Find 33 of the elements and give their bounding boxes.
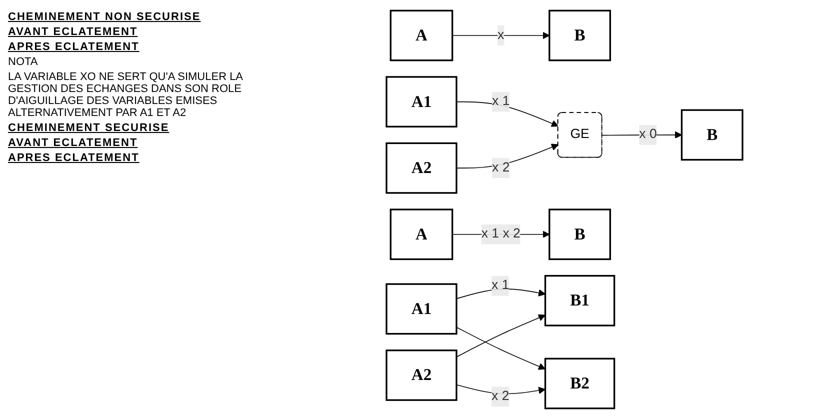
edge-label: x 1 [492,278,510,293]
edge-label: x 2 [492,160,510,175]
note-text: LA VARIABLE XO NE SERT QU'A SIMULER LA GESTION DES ECHANGES DANS SON ROLE D'AIGUILLAGE DES VARIABLES EMISES ALTERNATIVEMENT PAR A1 ET A2 [8,71,244,119]
node-box: A1 [386,283,458,335]
subheading: APRES ECLATEMENT [8,152,140,164]
edge-label: x 1 x 2 [481,226,520,241]
node-box: A2 [386,350,458,401]
arrow [456,326,546,370]
edge-label: x 2 [492,389,510,404]
node-box: A2 [386,142,458,194]
node-box: B1 [544,274,616,326]
arrow [456,101,559,127]
note-marker: NOTA [8,56,39,68]
node-box: A1 [386,76,458,128]
edge-label: x 1 [492,94,510,108]
arrow [602,131,682,139]
arrow [456,384,546,394]
subheading: AVANT ECLATEMENT [8,26,139,38]
edge-label: x 0 [639,127,657,142]
node-box: B [548,208,611,260]
arrow [456,288,546,300]
section-heading: CHEMINEMENT NON SECURISE [8,11,202,23]
subheading: APRES ECLATEMENT [8,41,140,53]
node-box: B2 [544,358,616,410]
node-box: B [548,10,611,62]
arrow [456,314,546,358]
subheading: AVANT ECLATEMENT [8,137,139,149]
section-heading: CHEMINEMENT SECURISE [8,122,170,134]
node-box: A [390,10,454,62]
edge-label: x [498,28,504,42]
arrow [452,32,550,40]
node-box: B [680,109,744,161]
node-box: A [390,208,454,260]
